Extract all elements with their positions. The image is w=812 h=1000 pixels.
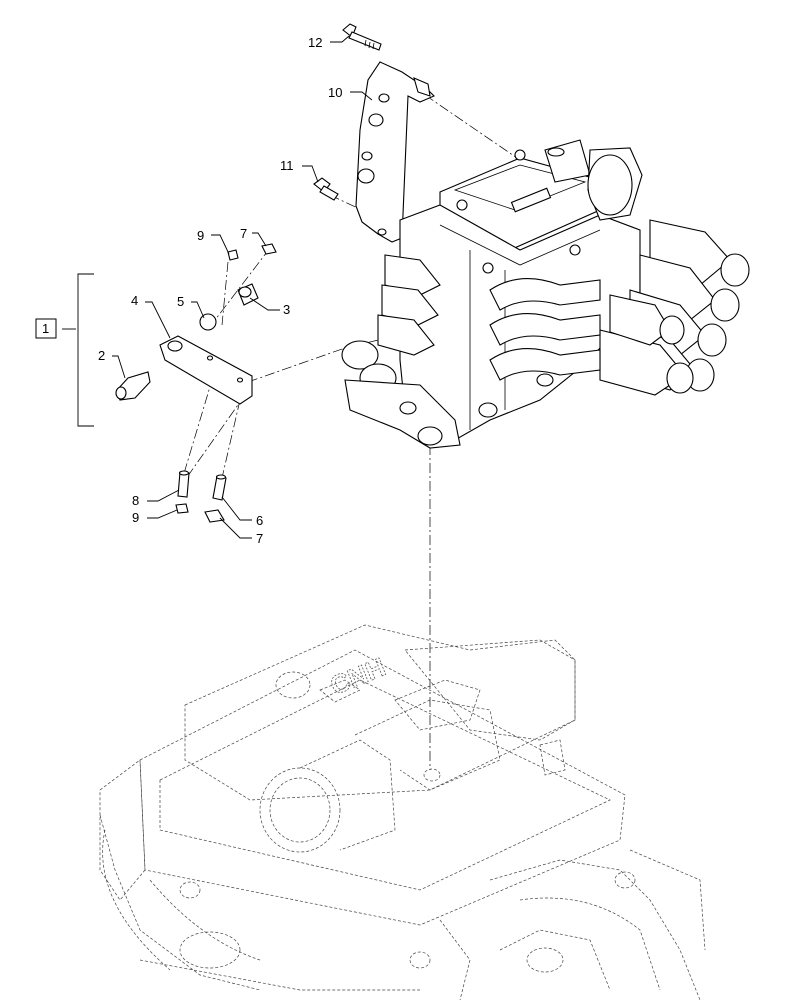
bolt-part-12	[342, 23, 382, 51]
clip-part-9-bottom	[175, 503, 189, 514]
callout-leaders	[62, 35, 373, 539]
callout-9-bottom: 9	[132, 510, 139, 525]
callout-11: 11	[280, 158, 294, 173]
clip-part-9-top	[227, 249, 239, 261]
housing-brand-mark: CNH	[326, 652, 389, 701]
callout-4: 4	[131, 293, 138, 308]
callout-7-bottom: 7	[256, 531, 263, 546]
bushing-part-5	[199, 313, 217, 331]
lever-part-4	[159, 335, 253, 405]
pin-part-6	[212, 475, 227, 501]
callout-7-top: 7	[240, 226, 247, 241]
callout-8: 8	[132, 493, 139, 508]
callout-6: 6	[256, 513, 263, 528]
callout-10: 10	[328, 85, 342, 100]
callout-5: 5	[177, 294, 184, 309]
control-valve-assembly	[341, 139, 750, 449]
bracket-part-10	[355, 61, 435, 243]
callout-1-box	[35, 318, 57, 339]
callout-labels: 12 10 11 9 7 5 3 4 2 1 8 9 6 7	[35, 35, 342, 546]
callout-9-top: 9	[197, 228, 204, 243]
callout-3: 3	[283, 302, 290, 317]
callout-1: 1	[42, 321, 49, 336]
clip-part-7-bottom	[204, 509, 225, 523]
pin-part-8	[177, 471, 190, 498]
callout-12: 12	[308, 35, 322, 50]
clip-part-7-top	[261, 243, 277, 255]
rear-axle-housing	[99, 624, 706, 1000]
linkage-parts	[115, 243, 277, 523]
callout-2: 2	[98, 348, 105, 363]
quick-couplers	[599, 219, 750, 396]
